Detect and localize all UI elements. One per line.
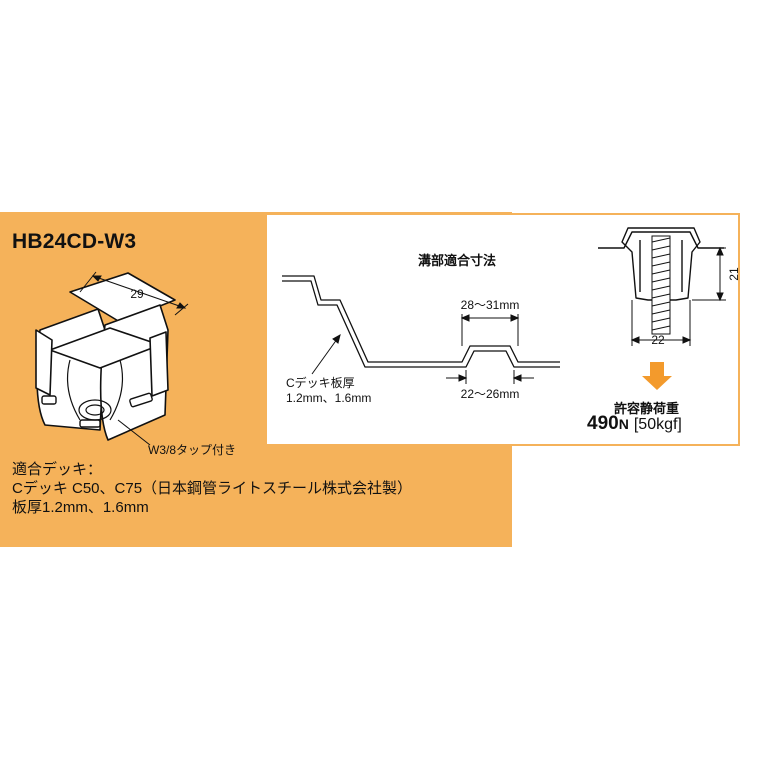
compatible-deck-block: 適合デッキ： Cデッキ C50、C75（日本鋼管ライトスチール株式会社製） 板厚…: [12, 460, 412, 517]
load-arrow-icon: [642, 362, 672, 390]
top-width-dim: 28～31mm: [461, 298, 520, 312]
product-code: HB24CD-W3: [12, 230, 137, 253]
clamp-width-dim: 22: [651, 333, 665, 347]
tap-label: W3/8タップ付き: [148, 443, 237, 457]
load-kgf-value: [50kgf]: [633, 416, 682, 433]
deck-thickness-values: 1.2mm、1.6mm: [286, 391, 372, 405]
product-width-dim: 29: [130, 287, 144, 301]
tap-spring-right: [109, 359, 124, 421]
clip-slot-right: [129, 392, 153, 408]
compatible-deck-title: 適合デッキ：: [12, 461, 103, 478]
tap-hole-outer: [78, 399, 112, 421]
allowable-load-label: 許容静荷重: [614, 401, 680, 416]
deck-thickness-label: Cデッキ板厚 1.2mm、1.6mm: [286, 376, 371, 406]
deck-profile-inner: [282, 280, 560, 368]
allowable-load-value: 490N [50kgf]: [587, 413, 682, 435]
compatible-deck-types: Cデッキ C50、C75（日本鋼管ライトスチール株式会社製）: [12, 480, 413, 497]
clip-left-tab: [35, 329, 53, 396]
clamp-body: [621, 227, 701, 301]
compatible-deck-thickness: 板厚1.2mm、1.6mm: [12, 499, 149, 516]
load-newton-value: 490: [587, 413, 619, 434]
fit-dimension-heading: 溝部適合寸法: [418, 253, 497, 268]
tap-spring-left: [66, 359, 81, 421]
tap-hole-inner: [85, 404, 105, 416]
clip-right-tab: [149, 331, 169, 397]
product-illustration: 29: [35, 271, 189, 446]
deck-profile-outer: [282, 275, 560, 363]
bottom-width-dim: 22～26mm: [461, 387, 520, 401]
deck-thickness-title: Cデッキ板厚: [286, 376, 355, 390]
clamp-height-dim: 21: [727, 267, 741, 281]
threaded-rod: [651, 235, 671, 335]
load-newton-unit: N: [618, 416, 629, 432]
clip-slot-left: [41, 395, 57, 405]
